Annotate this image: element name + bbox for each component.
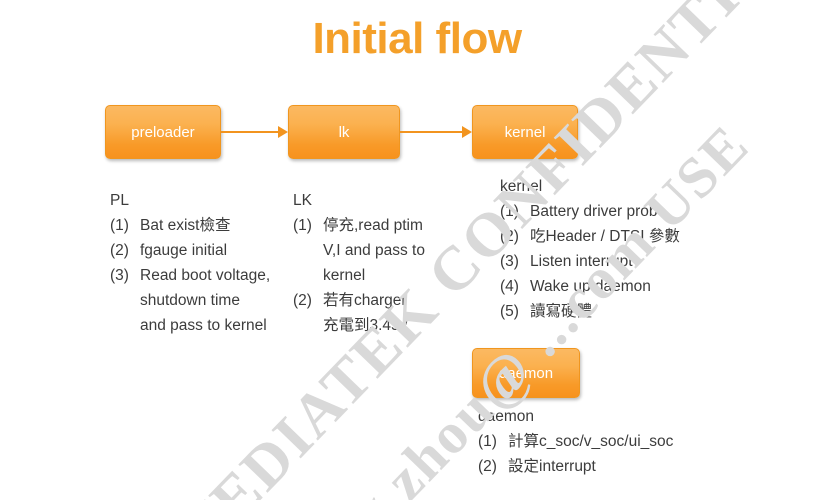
list-item: (4) Wake up daemon [500, 274, 750, 299]
list-item-text: Battery driver probe [530, 199, 750, 224]
list-item-line: Battery driver probe [530, 203, 667, 220]
list-item: (1) 計算c_soc/v_soc/ui_soc [478, 429, 758, 454]
arrow-head-icon [278, 126, 288, 138]
list-item: (2) fgauge initial [110, 238, 295, 263]
list-item-marker: (2) [293, 292, 312, 309]
column-heading-pl: PL [110, 192, 129, 209]
list-item-text: 設定interrupt [508, 454, 758, 479]
flow-box-daemon-label: daemon [498, 364, 554, 382]
list-item: (2) 吃Header / DTSI 參數 [500, 224, 750, 249]
list-daemon: (1) 計算c_soc/v_soc/ui_soc (2) 設定interrupt [478, 429, 758, 479]
flow-box-lk[interactable]: lk [288, 105, 400, 159]
list-item-marker: (4) [500, 278, 519, 295]
column-heading-lk: LK [293, 192, 312, 209]
list-item-text: 若有charger 充電到3.45v [323, 288, 473, 338]
arrow-shaft [221, 131, 278, 133]
list-item-line: Wake up daemon [530, 278, 651, 295]
list-item-line: 停充,read ptim [323, 217, 423, 234]
list-item-text: 吃Header / DTSI 參數 [530, 224, 750, 249]
list-item: (2) 若有charger 充電到3.45v [293, 288, 473, 338]
list-item-marker: (5) [500, 303, 519, 320]
flow-box-kernel-label: kernel [504, 123, 546, 141]
list-item-line: Listen interrupt [530, 253, 633, 270]
list-item-line: 計算c_soc/v_soc/ui_soc [508, 433, 674, 450]
list-item-text: Read boot voltage, shutdown time and pass … [140, 263, 295, 338]
list-item-marker: (3) [110, 267, 129, 284]
list-item: (3) Read boot voltage, shutdown time and pa… [110, 263, 295, 338]
list-item-line: 充電到3.45v [323, 317, 408, 334]
arrow-head-icon [462, 126, 472, 138]
list-item-text: Bat exist檢查 [140, 213, 295, 238]
flow-box-kernel[interactable]: kernel [472, 105, 578, 159]
list-item-line: and pass to kernel [140, 317, 267, 334]
flow-box-preloader[interactable]: preloader [105, 105, 221, 159]
list-pl: (1) Bat exist檢查 (2) fgauge initial (3) Read b… [110, 213, 295, 338]
flow-box-preloader-label: preloader [131, 123, 195, 141]
flow-box-daemon[interactable]: daemon [472, 348, 580, 398]
list-item-text: fgauge initial [140, 238, 295, 263]
list-item: (1) Bat exist檢查 [110, 213, 295, 238]
text-column-kernel: kernel (1) Battery driver probe (2) 吃Header… [500, 174, 750, 324]
list-item-text: 讀寫硬體 [530, 299, 750, 324]
list-item-line: 若有charger [323, 292, 407, 309]
text-column-pl: PL (1) Bat exist檢查 (2) fgauge initial (3) Rea… [110, 188, 295, 338]
flow-box-lk-label: lk [338, 123, 350, 141]
list-item-line: Read boot voltage, [140, 267, 271, 284]
list-item-line: 讀寫硬體 [530, 303, 593, 320]
list-item-text: 計算c_soc/v_soc/ui_soc [508, 429, 758, 454]
list-item-line: V,I and pass to [323, 242, 425, 259]
arrow-shaft [400, 131, 462, 133]
list-item-marker: (2) [478, 458, 497, 475]
list-item: (1) Battery driver probe [500, 199, 750, 224]
list-kernel: (1) Battery driver probe (2) 吃Header / DTSI… [500, 199, 750, 324]
list-item-marker: (2) [500, 228, 519, 245]
list-item-text: Wake up daemon [530, 274, 750, 299]
list-item-line: 設定interrupt [508, 458, 596, 475]
list-item-line: shutdown time [140, 292, 240, 309]
list-item-marker: (1) [478, 433, 497, 450]
column-heading-kernel: kernel [500, 178, 543, 195]
list-item: (3) Listen interrupt [500, 249, 750, 274]
arrow-preloader-to-lk [221, 126, 288, 138]
list-item-marker: (3) [500, 253, 519, 270]
list-item-line: fgauge initial [140, 242, 228, 259]
slide-title: Initial flow [312, 14, 522, 63]
list-item-marker: (1) [110, 217, 129, 234]
arrow-lk-to-kernel [400, 126, 472, 138]
text-column-daemon: daemon (1) 計算c_soc/v_soc/ui_soc (2) 設定inter… [478, 404, 758, 479]
list-item-line: kernel [323, 267, 366, 284]
list-item-marker: (1) [500, 203, 519, 220]
list-item-marker: (1) [293, 217, 312, 234]
column-heading-daemon: daemon [478, 408, 535, 425]
list-item-marker: (2) [110, 242, 129, 259]
list-item: (5) 讀寫硬體 [500, 299, 750, 324]
list-item: (2) 設定interrupt [478, 454, 758, 479]
list-item-line: 吃Header / DTSI 參數 [530, 228, 680, 245]
list-item-text: Listen interrupt [530, 249, 750, 274]
list-item-line: Bat exist檢查 [140, 217, 231, 234]
